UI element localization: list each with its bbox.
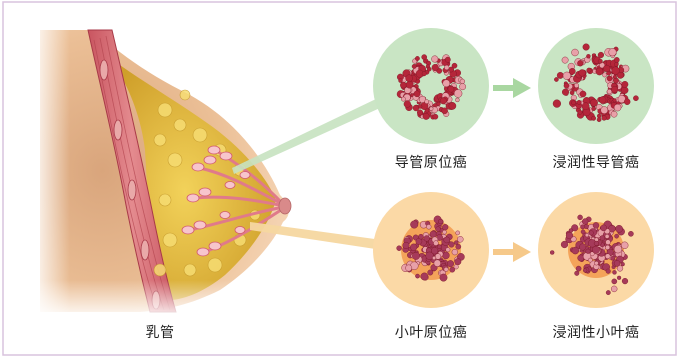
label-ilc: 浸润性小叶癌 [553, 322, 640, 342]
label-idc: 浸润性导管癌 [553, 152, 640, 172]
label-dcis: 导管原位癌 [395, 152, 468, 172]
nipple [279, 198, 291, 214]
lobular-arrow [493, 242, 531, 262]
idc-circle [538, 28, 654, 144]
label-breast-duct: 乳管 [146, 322, 175, 342]
dcis-circle [373, 28, 489, 144]
ductal-ray [232, 98, 380, 174]
breast-anatomy [30, 28, 300, 320]
label-lcis: 小叶原位癌 [395, 322, 468, 342]
ductal-arrow [493, 78, 531, 98]
